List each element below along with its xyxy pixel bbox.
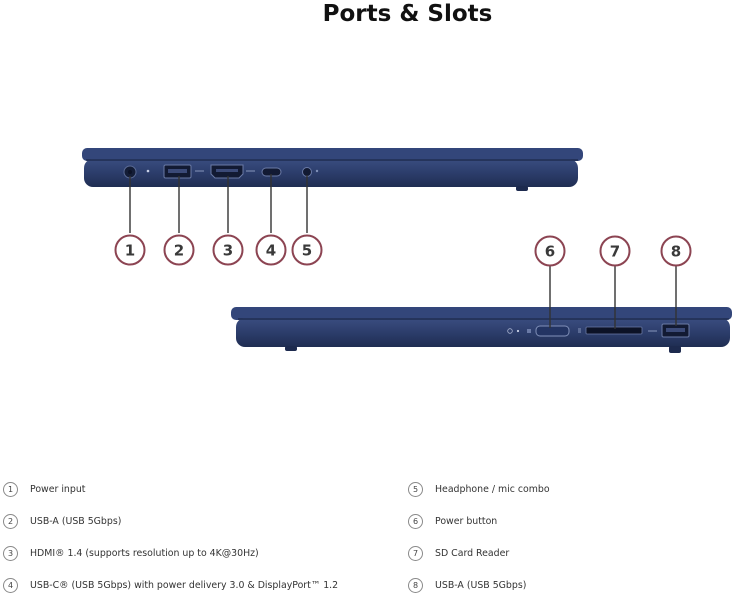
- ports-diagram: 1 2 3 4 5: [82, 148, 732, 353]
- callout-7: 7: [599, 235, 631, 267]
- legend-item: 8 USB-A (USB 5Gbps): [408, 575, 526, 595]
- sd-card-slot-icon: [578, 326, 657, 335]
- legend-badge: 4: [3, 577, 18, 593]
- laptop-foot: [516, 186, 528, 191]
- svg-text:6: 6: [545, 243, 555, 261]
- legend-item: 7 SD Card Reader: [408, 543, 509, 563]
- legend-badge: 3: [3, 545, 18, 561]
- laptop-lid: [82, 148, 583, 161]
- usb-a-port-icon: [163, 164, 204, 179]
- legend-label: USB-C® (USB 5Gbps) with power delivery 3…: [30, 579, 339, 591]
- svg-text:4: 4: [266, 242, 276, 260]
- callout-5: 5: [291, 234, 323, 266]
- legend-item: 4 USB-C® (USB 5Gbps) with power delivery…: [3, 575, 338, 595]
- legend-badge: 1: [3, 481, 18, 497]
- svg-text:7: 7: [610, 243, 620, 261]
- legend-badge: 2: [3, 513, 18, 529]
- laptop-foot: [285, 346, 297, 351]
- legend-item: 2 USB-A (USB 5Gbps): [3, 511, 121, 531]
- legend-label: HDMI® 1.4 (supports resolution up to 4K@…: [30, 547, 259, 559]
- callout-3: 3: [212, 234, 244, 266]
- laptop-lid: [231, 307, 732, 320]
- laptop-left-side-view: 1 2 3 4 5: [82, 148, 583, 266]
- legend-badge: 6: [408, 513, 423, 529]
- legend-label: Headphone / mic combo: [435, 483, 550, 495]
- legend-item: 3 HDMI® 1.4 (supports resolution up to 4…: [3, 543, 259, 563]
- laptop-base: [84, 159, 578, 187]
- laptop-base: [236, 318, 730, 347]
- port-legend: 1 Power input 2 USB-A (USB 5Gbps) 3 HDMI…: [0, 478, 735, 595]
- svg-text:2: 2: [174, 242, 184, 260]
- svg-text:8: 8: [671, 243, 681, 261]
- callout-6: 6: [534, 235, 566, 267]
- legend-item: 6 Power button: [408, 511, 497, 531]
- power-button-icon: [507, 325, 570, 337]
- laptop-right-side-view: 6 7 8: [231, 235, 732, 353]
- callout-8: 8: [660, 235, 692, 267]
- legend-label: Power button: [435, 515, 498, 527]
- legend-badge: 7: [408, 545, 423, 561]
- page-title: Ports & Slots: [322, 1, 493, 27]
- legend-item: 5 Headphone / mic combo: [408, 479, 550, 499]
- legend-item: 1 Power input: [3, 479, 85, 499]
- legend-badge: 5: [408, 481, 423, 497]
- callout-1: 1: [114, 234, 146, 266]
- usb-a-port-icon: [661, 323, 690, 338]
- legend-label: USB-A (USB 5Gbps): [30, 515, 122, 527]
- svg-text:3: 3: [223, 242, 233, 260]
- hdmi-port-icon: [210, 164, 255, 179]
- svg-text:5: 5: [302, 242, 312, 260]
- svg-text:1: 1: [125, 242, 135, 260]
- legend-label: Power input: [30, 483, 86, 495]
- legend-badge: 8: [408, 577, 423, 593]
- legend-label: SD Card Reader: [435, 547, 510, 559]
- laptop-foot: [669, 346, 681, 353]
- callout-4: 4: [255, 234, 287, 266]
- callout-2: 2: [163, 234, 195, 266]
- legend-label: USB-A (USB 5Gbps): [435, 579, 527, 591]
